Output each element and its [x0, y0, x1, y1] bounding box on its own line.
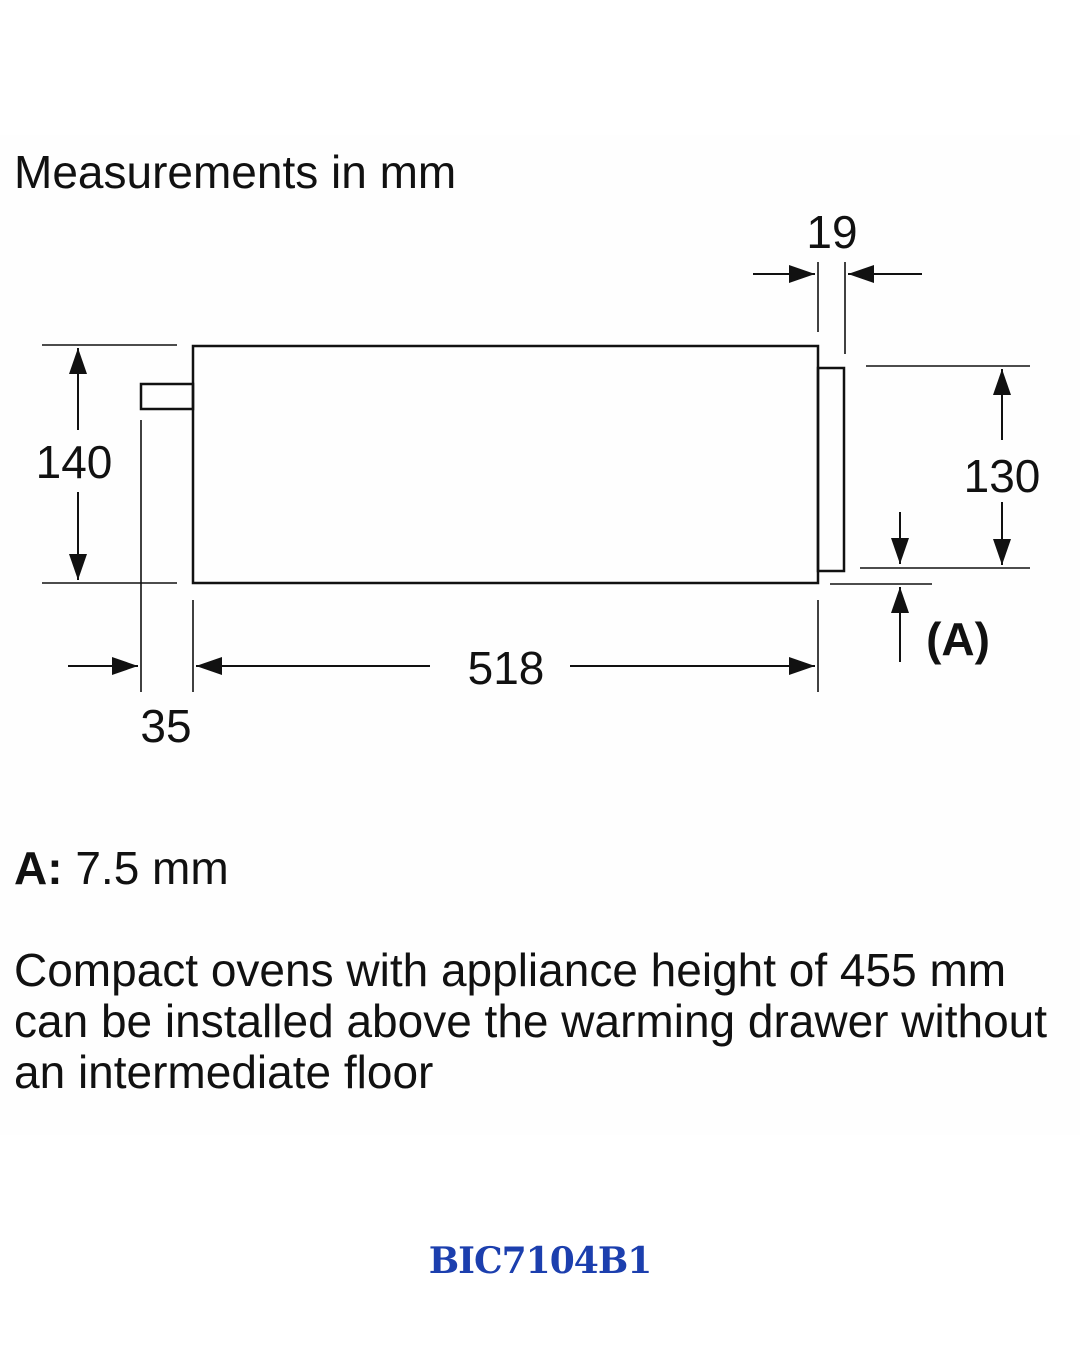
note-a-value: 7.5 mm [75, 842, 229, 894]
dim-label-35: 35 [140, 700, 191, 752]
drawer-body [191, 344, 820, 585]
note-a-key: A: [14, 842, 63, 894]
installation-note: Compact ovens with appliance height of 4… [14, 944, 1048, 1098]
front-panel [816, 366, 846, 573]
dim-label-19: 19 [806, 206, 857, 258]
rear-connector [139, 382, 195, 411]
model-number: BIC7104B1 [428, 1240, 653, 1282]
dim-label-130: 130 [964, 450, 1041, 502]
dim-label-518: 518 [468, 642, 545, 694]
dim-label-140: 140 [36, 436, 113, 488]
dim-label-a: (A) [926, 613, 990, 665]
page-title: Measurements in mm [14, 146, 457, 198]
note-a: A: 7.5 mm [14, 842, 229, 894]
